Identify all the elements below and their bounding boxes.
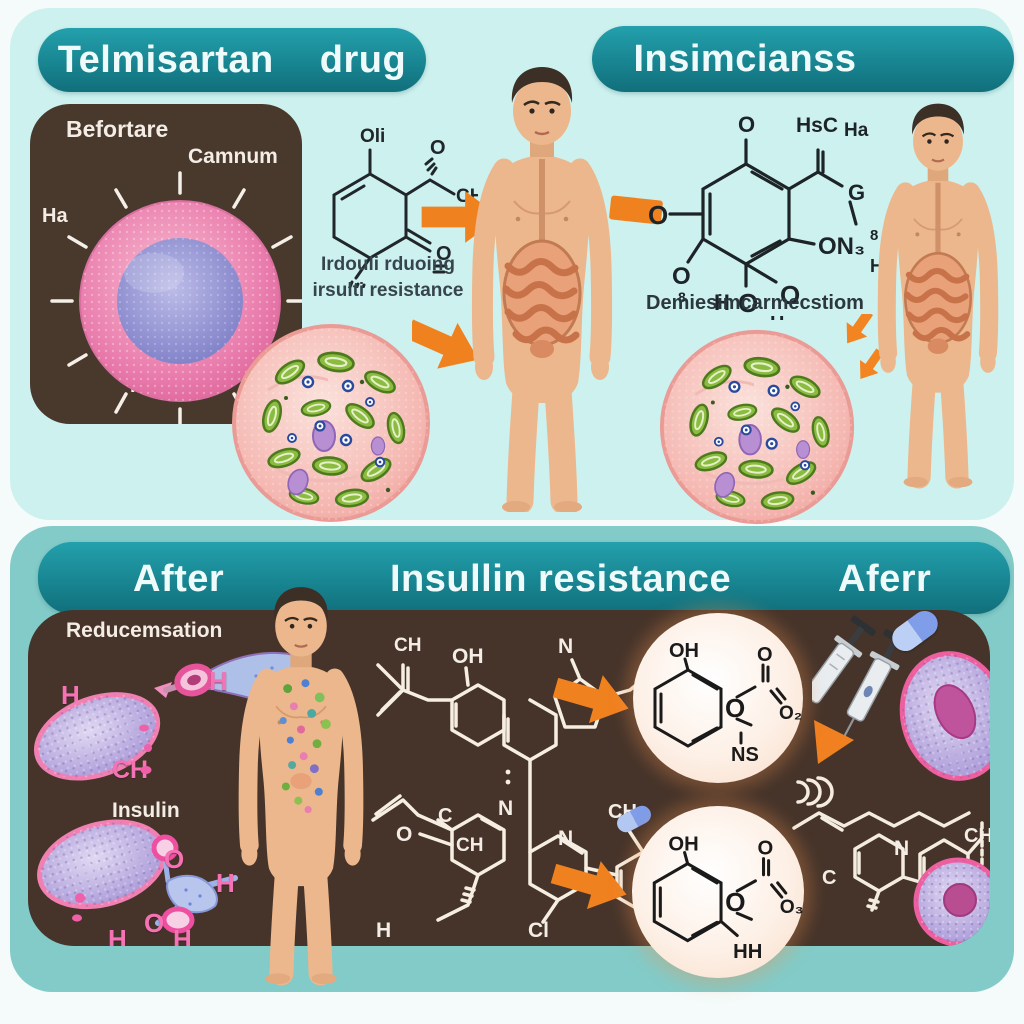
human-figure-after [852,68,1024,516]
after-panel-title: Reducemsation [66,619,223,642]
molr-label-ch3: CH₃ [964,825,990,847]
syringes-icon [812,615,910,747]
label-h-1: H [61,680,80,710]
mol2-label-sub8: 8 [678,289,686,305]
molc-label-oh: OH [452,645,484,668]
mol2-label-8: 8 [870,227,878,244]
telmisartan-banner: Telmisartan drug [38,28,426,92]
mol2-label-o-bl: O [672,263,691,290]
c2-label-o3: O₃ [780,897,804,918]
mol1-label-oli: Oli [360,126,385,147]
c1-label-oh: OH [669,640,699,662]
large-oval-cell [899,651,990,781]
banner-word-telmisartan: Telmisartan [57,38,274,81]
molc-label-n1: N [558,635,574,658]
mol2-label-o-left: O [648,200,668,230]
label-ha: Ha [42,205,68,227]
c2-label-o-ring: O [725,887,745,917]
molecule2-caption: Demiesimcarmecstiom [618,290,892,317]
mol2-label-h-ho: H [714,290,730,315]
insulin-cell-2 [37,819,168,910]
banner-word-after: After [133,558,225,600]
molc-label-o: O [396,823,413,846]
molc-label-c: C [438,805,453,827]
label-insulin: Insulin [112,799,180,822]
banner-insullin-resistance: Insullin resistance [390,558,732,600]
c1-label-ns: NS [731,744,759,766]
label-o-2: O [144,908,165,938]
mol2-label-on: ON₃ [818,233,865,260]
label-h-5: H [173,924,192,946]
pink-dots-2 [72,893,85,922]
mol1-label-o-top: O [430,137,446,159]
mol2-label-g: G [848,180,865,205]
molecule1-caption: Irdouli rduoing irsulti resistance [290,252,486,303]
molc-label-n2: N [498,797,514,820]
c1-label-o-ring: O [725,693,745,723]
molecule1-caption-line1: Irdouli rduoing [320,254,456,275]
bottom-banner: After Insullin resistance Aferr [38,542,1010,614]
after-panel: Reducemsation H H CH Insulin [28,610,990,946]
human-figure-bottom [212,556,390,1008]
label-h-2: H [209,666,228,696]
cell-before-illustration [50,171,302,424]
before-panel: Befortare Camnum Ha He [30,104,302,424]
mol2-label-o-top: O [738,112,755,137]
pink-dots-1 [139,724,152,774]
banner-word-aferr: Aferr [838,558,932,600]
molecule1-caption-line2: irsulti resistance [312,279,464,301]
molecule-structure-1: Oli O CH O [332,126,478,288]
molecule2-caption-line: Demiesimcarmecstiom [646,292,864,314]
c2-label-oh: OH [668,834,698,856]
molc-label-h: H [376,919,392,942]
molc-label-ch2: CH [456,835,484,856]
label-o-1: O [164,844,185,874]
reaction-circle-2: OH O O O₃ HH [632,806,804,978]
insulin-cell-1 [33,692,161,781]
insimcianss-banner: Insimcianss [592,26,1014,92]
molc-label-ch-top: CH [394,635,422,656]
molr-label-c: C [822,867,837,889]
molr-label-n: N [894,837,910,860]
mol2-label-o-br: O [780,280,800,310]
human-figure-before [442,60,642,512]
molc-label-cl: Cl [528,919,549,942]
mol2-label-hsc: HsC [796,114,838,137]
c1-label-o-top: O [757,644,773,666]
tissue-cell-left [232,324,430,522]
reaction-circle-1: OH O O O₂ NS [633,613,803,783]
orange-triangle-arrow [814,720,854,764]
molecule-doodle [151,834,238,934]
reaction-molecule-1: OH O O O₂ NS [653,640,802,766]
c2-label-o-top: O [757,838,773,860]
banner-word-insimcianss: Insimcianss [633,37,857,80]
label-h-4: H [108,924,127,946]
molecule-structure-2: O HsC Ha G ON₃ 8 H O O 8 H O O H [648,112,880,320]
before-panel-title: Befortare [66,116,169,142]
c1-label-oz: O₂ [779,703,802,724]
label-camnum: Camnum [188,145,278,168]
c2-label-hh: HH [733,941,762,963]
mol1-label-o-bottom: O [436,243,452,265]
banner-word-drug: drug [319,38,407,81]
mol2-label-h-right: H [870,256,880,276]
label-h-3: H [216,868,235,898]
tissue-cell-right [659,329,855,525]
molc-label-n3: N [558,827,574,850]
mol2-label-o-ho: O [738,288,758,318]
round-cell [913,857,990,946]
mol2-label-h-b: H [770,313,784,320]
reaction-molecule-2: OH O O O₃ HH [652,834,804,963]
mol2-label-ha: Ha [844,120,869,141]
